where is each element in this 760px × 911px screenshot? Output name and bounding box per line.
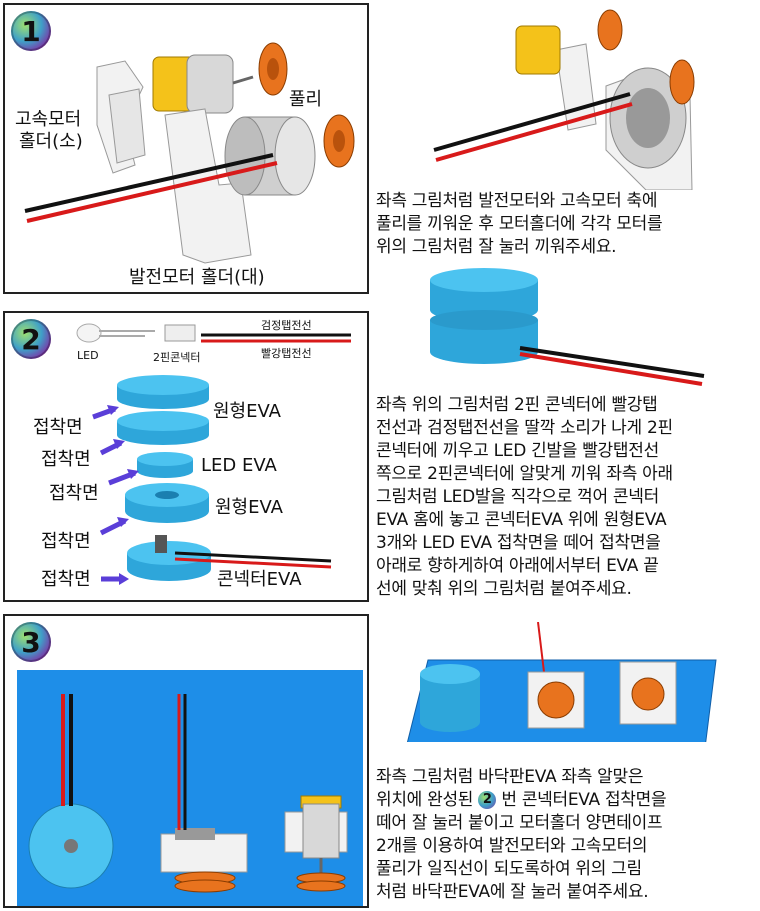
step1-desc-line: 위의 그림처럼 잘 눌러 끼워주세요. <box>376 237 617 257</box>
eva-disc-connector <box>127 535 332 581</box>
step-badge-3: 3 <box>11 622 51 662</box>
step2-desc-line: 선에 맞춰 위의 그림처럼 붙여주세요. <box>376 579 632 599</box>
step2-desc-line: 전선과 검정탭전선을 딸깍 소리가 나게 2핀 <box>376 418 673 438</box>
eva-disc-led <box>137 452 193 478</box>
label-adhesive: 접착면 <box>41 569 91 590</box>
eva-disc-round-3 <box>125 483 209 523</box>
generator-holder-top-view <box>160 694 248 893</box>
step1-panel: 1 <box>3 3 369 294</box>
step3-desc-line: 2개를 이용하여 발전모터와 고속모터의 <box>376 836 648 856</box>
step1-description: 좌측 그림처럼 발전모터와 고속모터 축에 풀리를 끼워운 후 모터홀더에 각각… <box>376 190 663 259</box>
step1-desc-line: 풀리를 끼워운 후 모터홀더에 각각 모터를 <box>376 214 663 234</box>
connector-part <box>164 324 351 343</box>
eva-disc-round-1 <box>117 375 209 409</box>
label-small-holder-2: 홀더(소) <box>19 131 83 152</box>
motor-wires <box>24 153 278 223</box>
label-led: LED <box>77 349 99 362</box>
label-adhesive: 접착면 <box>49 483 99 504</box>
step1-desc-line: 좌측 그림처럼 발전모터와 고속모터 축에 <box>376 191 658 211</box>
step3-desc-line: 처럼 바닥판EVA에 잘 눌러 붙여주세요. <box>376 882 649 902</box>
led-part <box>76 323 155 343</box>
high-speed-holder-top-view <box>284 795 348 892</box>
step2-illustration <box>76 323 351 585</box>
step2-desc-line: 3개와 LED EVA 접착면을 떼어 접착면을 <box>376 533 661 553</box>
step-badge-1: 1 <box>11 11 51 51</box>
label-adhesive: 접착면 <box>41 531 91 552</box>
step2-desc-line: 그림처럼 LED발을 직각으로 꺽어 콘넥터 <box>376 487 659 507</box>
step3-desc-line: 떼어 잘 눌러 붙이고 모터홀더 양면테이프 <box>376 813 663 833</box>
step3-assembled-illustration <box>406 622 717 742</box>
inline-step-badge-2: 2 <box>478 791 497 809</box>
small-motor-holder <box>96 60 146 174</box>
step3-desc-pre: 위치에 완성된 <box>376 790 474 810</box>
label-eva-round-1: 원형EVA <box>213 401 281 422</box>
eva-stack-circle <box>28 694 114 889</box>
adhesive-arrows <box>92 405 139 585</box>
step-badge-2: 2 <box>11 319 51 359</box>
step3-description: 좌측 그림처럼 바닥판EVA 좌측 알맞은 위치에 완성된 2 번 콘넥터EVA… <box>376 766 667 904</box>
label-eva-connector: 콘넥터EVA <box>217 569 302 590</box>
step1-assembled-illustration <box>433 9 695 190</box>
step2-desc-line: 좌측 위의 그림처럼 2핀 콘넥터에 빨강탭 <box>376 395 658 415</box>
large-motor-holder <box>164 108 252 264</box>
label-adhesive: 접착면 <box>33 417 83 438</box>
step2-desc-line: 콘넥터에 끼우고 LED 긴발을 빨강탭전선 <box>376 441 659 461</box>
step2-assembled-illustration <box>430 268 705 386</box>
step3-panel: 3 <box>3 614 369 908</box>
label-black-wire: 검정탭전선 <box>261 319 312 332</box>
step3-desc-post: 번 콘넥터EVA 접착면을 <box>501 790 667 810</box>
step2-desc-line: EVA 홈에 놓고 콘넥터EVA 위에 원형EVA <box>376 510 667 530</box>
label-eva-round-2: 원형EVA <box>215 497 283 518</box>
step3-desc-line: 좌측 그림처럼 바닥판EVA 좌측 알맞은 <box>376 767 644 787</box>
label-red-wire: 빨강탭전선 <box>261 347 312 360</box>
label-connector: 2핀콘넥터 <box>153 351 201 364</box>
label-eva-led: LED EVA <box>201 455 277 476</box>
pulley-bottom <box>323 114 355 168</box>
label-pulley: 풀리 <box>289 89 323 110</box>
label-large-holder: 발전모터 홀더(대) <box>129 267 265 288</box>
label-adhesive: 접착면 <box>41 449 91 470</box>
pulley-top <box>258 42 288 96</box>
label-small-holder-1: 고속모터 <box>15 109 82 130</box>
step2-description: 좌측 위의 그림처럼 2핀 콘넥터에 빨강탭 전선과 검정탭전선을 딸깍 소리가… <box>376 394 673 601</box>
eva-disc-round-2 <box>117 411 209 445</box>
high-speed-motor <box>152 54 254 114</box>
step2-desc-line: 쪽으로 2핀콘넥터에 알맞게 끼워 좌측 아래 <box>376 464 673 484</box>
step2-desc-line: 아래로 향하게하여 아래에서부터 EVA 끝 <box>376 556 659 576</box>
step1-illustration <box>24 42 355 264</box>
step3-desc-line-2: 위치에 완성된 2 번 콘넥터EVA 접착면을 <box>376 789 667 812</box>
step2-panel: 2 <box>3 311 369 602</box>
step3-illustration <box>17 670 363 906</box>
step3-desc-line: 풀리가 일직선이 되도록하여 위의 그림 <box>376 859 642 879</box>
